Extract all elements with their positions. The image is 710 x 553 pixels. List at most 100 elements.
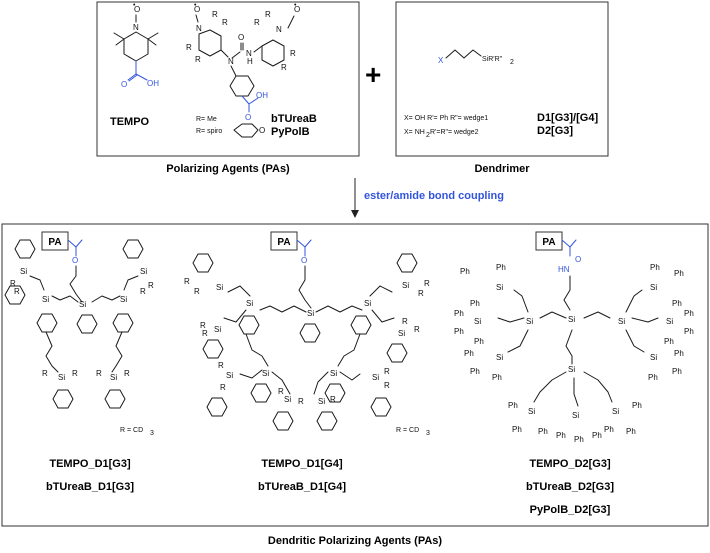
svg-text:Si: Si xyxy=(496,283,503,292)
svg-text:O: O xyxy=(238,33,244,42)
svg-text:Si: Si xyxy=(612,407,619,416)
svg-text:O: O xyxy=(575,255,581,264)
d1-label: D1[G3]/[G4] xyxy=(537,112,598,124)
svg-text:Ph: Ph xyxy=(556,431,566,440)
name-tempo-d1g3: TEMPO_D1[G3] xyxy=(49,458,131,470)
d1g3-structure: PA O Si Si Si R R Si Si R R Si R R Si R … xyxy=(4,231,154,409)
svg-text:R: R xyxy=(96,369,102,378)
d2-label: D2[G3] xyxy=(537,125,573,137)
svg-text:Si: Si xyxy=(398,329,405,338)
svg-text:Si: Si xyxy=(120,295,127,304)
dendritic-pa-box xyxy=(1,223,709,527)
dendrimer-structure: X SiR'R" 2 xyxy=(438,49,514,66)
svg-text:Ph: Ph xyxy=(464,349,474,358)
dendritic-pa-caption: Dendritic Polarizing Agents (PAs) xyxy=(268,535,443,547)
svg-text:N: N xyxy=(228,57,234,66)
svg-text:3: 3 xyxy=(150,430,154,437)
svg-text:R: R xyxy=(418,289,424,298)
dendrimer-box xyxy=(395,1,609,157)
svg-text:Ph: Ph xyxy=(574,435,584,444)
svg-text:2: 2 xyxy=(426,132,430,139)
svg-text:R: R xyxy=(281,63,287,72)
tempo-oh: OH xyxy=(147,79,159,88)
spiro-ring xyxy=(233,123,259,138)
si-group: SiR'R" xyxy=(482,56,503,63)
svg-text:Si: Si xyxy=(496,353,503,362)
svg-text:Si: Si xyxy=(42,295,49,304)
svg-text:Ph: Ph xyxy=(474,337,484,346)
polarizing-agents-box xyxy=(96,1,360,157)
line2-prefix: X= NH xyxy=(404,129,425,136)
svg-text:Si: Si xyxy=(364,299,371,308)
svg-text:R: R xyxy=(212,10,218,19)
svg-text:Ph: Ph xyxy=(648,373,658,382)
name-pypolb-d2g3: PyPolB_D2[G3] xyxy=(530,504,611,516)
svg-text:Ph: Ph xyxy=(470,299,480,308)
amide-hn: HN xyxy=(558,265,570,274)
name-btureab-d2g3: bTUreaB_D2[G3] xyxy=(526,481,614,493)
svg-text:Si: Si xyxy=(572,411,579,420)
svg-text:O: O xyxy=(72,256,78,265)
svg-text:H: H xyxy=(247,57,253,66)
svg-text:R: R xyxy=(184,277,190,286)
svg-text:R: R xyxy=(14,287,20,296)
r-note-1: R = CD xyxy=(120,427,143,434)
svg-text:N: N xyxy=(276,25,282,34)
svg-text:Si: Si xyxy=(20,267,27,276)
svg-text:R: R xyxy=(402,317,408,326)
svg-text:R: R xyxy=(265,10,271,19)
svg-text:R: R xyxy=(220,383,226,392)
svg-text:Ph: Ph xyxy=(672,299,682,308)
line1-prefix: X= OH R'= Ph R"= wedge1 xyxy=(404,115,488,122)
svg-text:R: R xyxy=(254,18,260,27)
svg-text:•: • xyxy=(194,2,197,9)
svg-text:Ph: Ph xyxy=(674,349,684,358)
svg-text:R: R xyxy=(278,387,284,396)
svg-text:R: R xyxy=(72,369,78,378)
svg-text:3: 3 xyxy=(426,430,430,437)
svg-text:Si: Si xyxy=(568,315,575,324)
reaction-label: ester/amide bond coupling xyxy=(364,190,504,202)
svg-text:O: O xyxy=(259,126,265,135)
svg-text:R: R xyxy=(330,395,336,404)
d2g3-structure: PA O HN Si Si Si Ph Ph Ph Si Ph Ph Ph Si… xyxy=(454,231,694,444)
svg-text:Ph: Ph xyxy=(454,309,464,318)
svg-text:O: O xyxy=(301,256,307,265)
svg-text:R: R xyxy=(200,321,206,330)
plus-sign: + xyxy=(365,59,381,90)
svg-text:•: • xyxy=(294,2,297,9)
svg-text:Ph: Ph xyxy=(650,263,660,272)
svg-text:2: 2 xyxy=(510,59,514,66)
svg-text:R: R xyxy=(124,369,130,378)
d1g4-structure: PA O Si Si Si R R Si R R Si Si R R Si R … xyxy=(184,231,430,431)
svg-text:Si: Si xyxy=(568,365,575,374)
svg-text:N: N xyxy=(246,49,252,58)
svg-text:Ph: Ph xyxy=(632,401,642,410)
svg-text:Si: Si xyxy=(140,267,147,276)
polarizing-agents-caption: Polarizing Agents (PAs) xyxy=(166,163,290,175)
svg-text:OH: OH xyxy=(256,91,268,100)
r-note-2: R = CD xyxy=(396,427,419,434)
svg-text:Ph: Ph xyxy=(460,267,470,276)
svg-text:Ph: Ph xyxy=(508,401,518,410)
svg-text:Si: Si xyxy=(528,407,535,416)
svg-text:R: R xyxy=(140,287,146,296)
svg-text:Ph: Ph xyxy=(538,427,548,436)
svg-text:Si: Si xyxy=(474,317,481,326)
svg-text:R: R xyxy=(298,397,304,406)
pa-tag-2: PA xyxy=(277,237,290,248)
tempo-label: TEMPO xyxy=(110,116,150,128)
svg-text:R: R xyxy=(414,325,420,334)
svg-text:Si: Si xyxy=(372,373,379,382)
tempo-n: N xyxy=(133,23,139,32)
svg-text:Si: Si xyxy=(330,369,337,378)
name-tempo-d2g3: TEMPO_D2[G3] xyxy=(529,458,611,470)
svg-text:Ph: Ph xyxy=(454,327,464,336)
svg-text:N: N xyxy=(196,24,202,33)
svg-text:Ph: Ph xyxy=(512,425,522,434)
svg-text:Ph: Ph xyxy=(470,367,480,376)
svg-text:R: R xyxy=(290,49,296,58)
svg-text:R: R xyxy=(222,18,228,27)
svg-text:Si: Si xyxy=(666,317,673,326)
dendrimer-caption: Dendrimer xyxy=(474,163,530,175)
